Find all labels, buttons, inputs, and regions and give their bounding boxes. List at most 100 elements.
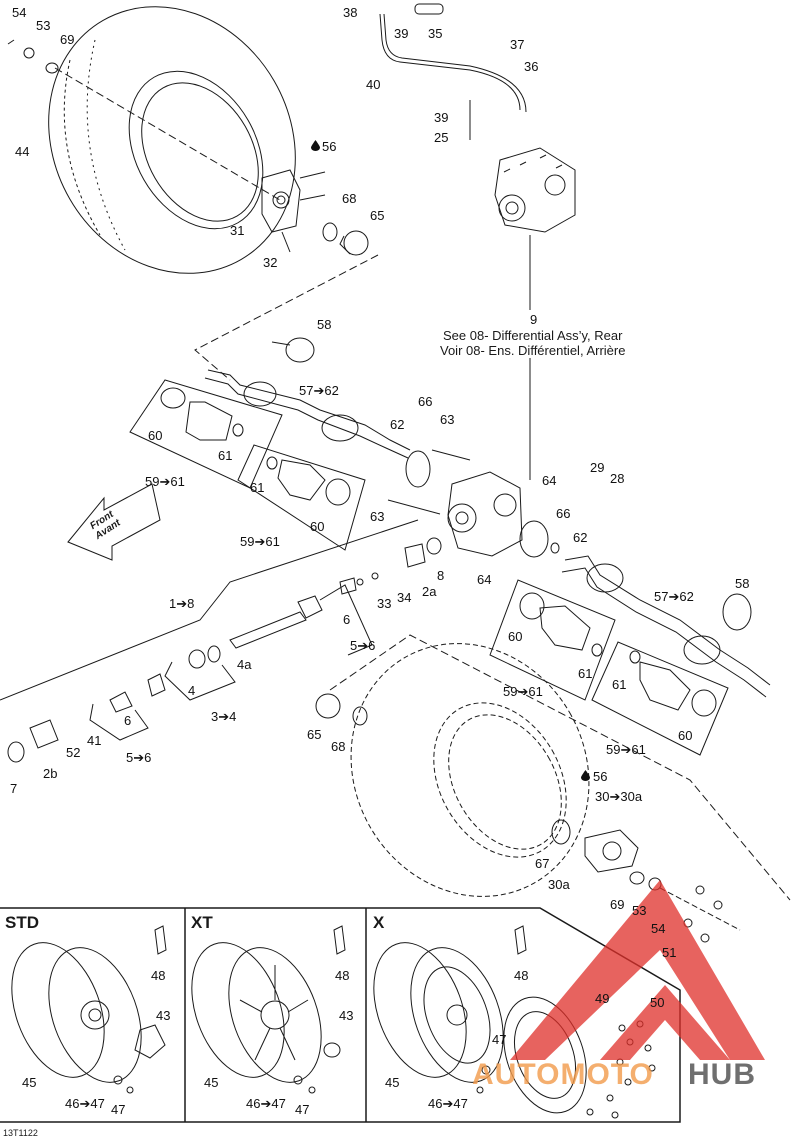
part-label: 60 [148, 428, 163, 443]
variant-std-heading: STD [5, 913, 39, 932]
part-label: 56 [322, 139, 337, 154]
part-label: 5➔6 [126, 750, 152, 765]
part-label: 61 [218, 448, 233, 463]
watermark-text-automoto: AUTOMOTO [472, 1058, 654, 1091]
part-label: 47 [111, 1102, 126, 1117]
part-label: 28 [610, 471, 625, 486]
part-label: 47 [492, 1032, 507, 1047]
part-label: 45 [204, 1075, 219, 1090]
part-label: 31 [230, 223, 245, 238]
part-label: 1➔8 [169, 596, 195, 611]
differential-housing-9 [494, 147, 576, 233]
boot-right [519, 592, 717, 717]
part-label: 68 [331, 739, 346, 754]
part-label: 59➔61 [145, 474, 185, 489]
part-label: 48 [514, 968, 529, 983]
part-label: 9 [530, 312, 538, 327]
part-label: 66 [418, 394, 433, 409]
document-id: 13T1122 [3, 1128, 38, 1138]
variant-x-heading: X [373, 913, 385, 932]
part-label: 56 [593, 769, 608, 784]
part-label: 59➔61 [240, 534, 280, 549]
part-label: 36 [524, 59, 539, 74]
part-label: 7 [10, 781, 18, 796]
part-label: 29 [590, 460, 605, 475]
part-label: 45 [22, 1075, 37, 1090]
part-label: 47 [295, 1102, 310, 1117]
part-label: 30➔30a [595, 789, 643, 804]
part-label: 39 [434, 110, 449, 125]
boot-left [160, 387, 351, 506]
part-label: 52 [66, 745, 81, 760]
part-label: 48 [335, 968, 350, 983]
brake-cable-40 [379, 3, 527, 140]
part-label: 51 [662, 945, 677, 960]
differential-note-fr: Voir 08- Ens. Différentiel, Arrière [440, 343, 626, 358]
axle-right [550, 542, 771, 698]
hub-31 [261, 169, 326, 253]
part-label: 65 [370, 208, 385, 223]
part-label: 43 [156, 1008, 171, 1023]
part-label: 69 [610, 897, 625, 912]
part-label: 38 [343, 5, 358, 20]
part-label: 53 [632, 903, 647, 918]
lug-nuts [113, 885, 723, 1094]
part-label: 61 [612, 677, 627, 692]
part-label: 46➔47 [246, 1096, 286, 1111]
wheel-x [373, 925, 587, 1114]
part-label: 48 [151, 968, 166, 983]
part-label: 58 [735, 576, 750, 591]
part-label: 6 [124, 713, 132, 728]
part-label: 63 [440, 412, 455, 427]
wheel-xt [191, 925, 346, 1083]
small-parts-top-left [7, 39, 59, 74]
part-label: 44 [15, 144, 30, 159]
part-label: 45 [385, 1075, 400, 1090]
part-label: 64 [477, 572, 492, 587]
differential-note: See 08- Differential Ass’y, Rear Voir 08… [440, 328, 625, 358]
part-label: 54 [651, 921, 666, 936]
part-label: 57➔62 [654, 589, 694, 604]
part-label: 69 [60, 32, 75, 47]
part-label: 40 [366, 77, 381, 92]
tire-top-left [48, 6, 296, 274]
part-label: 5➔6 [350, 638, 376, 653]
part-label: 64 [542, 473, 557, 488]
part-label: 41 [87, 733, 102, 748]
tire-bottom-right [350, 643, 590, 897]
part-label: 57➔62 [299, 383, 339, 398]
front-arrow [67, 483, 161, 561]
part-label: 8 [437, 568, 445, 583]
part-label: 62 [573, 530, 588, 545]
part-label: 32 [263, 255, 278, 270]
variant-xt-heading: XT [191, 913, 213, 932]
watermark-text-hub: HUB [688, 1058, 756, 1091]
part-label: 60 [508, 629, 523, 644]
part-label: 2b [43, 766, 58, 781]
part-label: 3➔4 [211, 709, 237, 724]
hub-30 [315, 693, 662, 891]
part-label: 63 [370, 509, 385, 524]
part-label: 34 [397, 590, 412, 605]
part-label: 61 [578, 666, 593, 681]
part-label: 59➔61 [503, 684, 543, 699]
grease-drop-icon [581, 770, 590, 781]
watermark-logo [510, 880, 765, 1060]
part-label: 35 [428, 26, 443, 41]
part-label: 46➔47 [428, 1096, 468, 1111]
part-label: 4a [237, 657, 252, 672]
part-label: 67 [535, 856, 550, 871]
part-label: 2a [422, 584, 437, 599]
part-label: 25 [434, 130, 449, 145]
part-label: 60 [310, 519, 325, 534]
part-label: 37 [510, 37, 525, 52]
rear-diff-center [387, 449, 549, 558]
part-label: 54 [12, 5, 27, 20]
part-label: 33 [377, 596, 392, 611]
part-label: 49 [595, 991, 610, 1006]
part-label: 60 [678, 728, 693, 743]
part-label: 6 [343, 612, 351, 627]
part-label: 58 [317, 317, 332, 332]
part-label: 62 [390, 417, 405, 432]
